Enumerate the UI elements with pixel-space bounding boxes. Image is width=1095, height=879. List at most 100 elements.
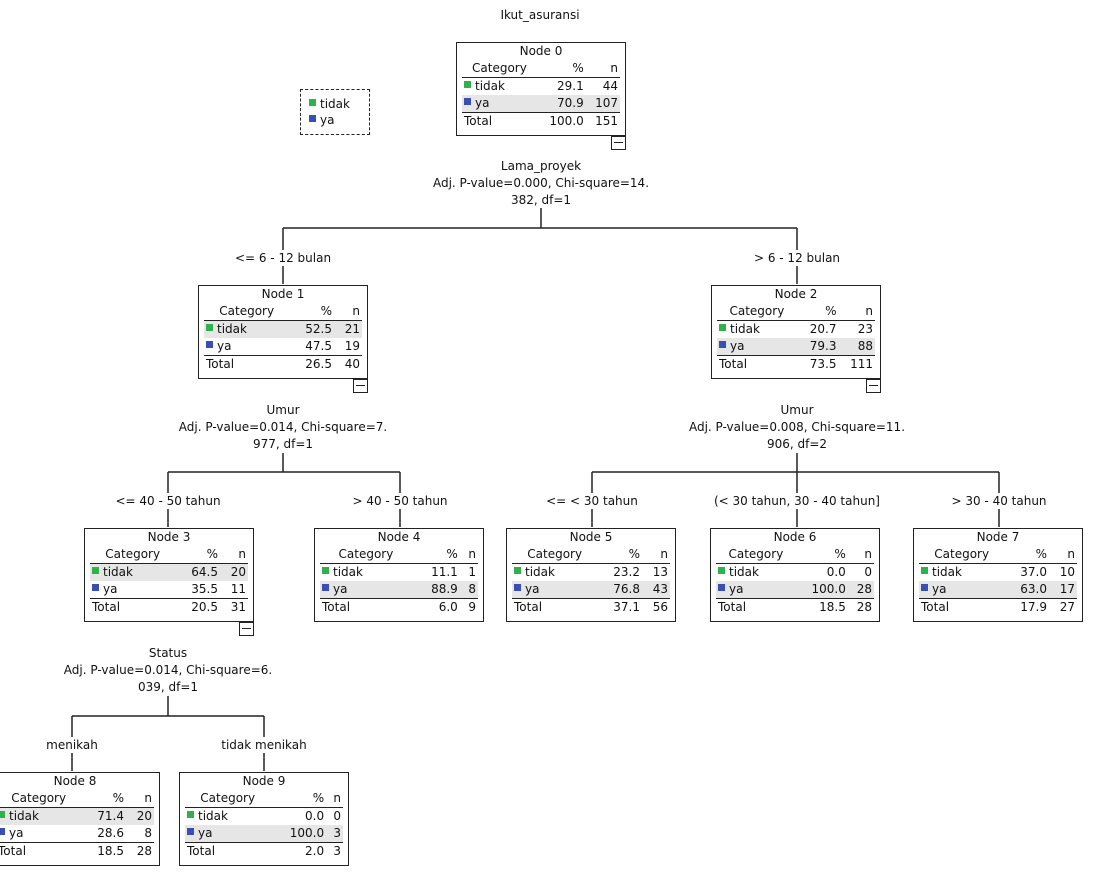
header-category: Category	[462, 60, 537, 78]
ya-swatch	[464, 98, 471, 105]
category-label: ya	[729, 582, 744, 596]
category-pct: 64.5	[175, 563, 220, 581]
category-label: ya	[103, 582, 118, 596]
collapse-button[interactable]	[866, 379, 881, 393]
branch-label: (< 30 tahun, 30 - 40 tahun]	[713, 494, 880, 508]
header-n: n	[642, 546, 670, 564]
total-label: Total	[92, 600, 121, 614]
header-pct: %	[411, 546, 460, 564]
split-node-3: Status Adj. P-value=0.014, Chi-square=6.…	[63, 646, 273, 694]
header-category: Category	[717, 303, 797, 321]
category-pct: 100.0	[795, 581, 848, 599]
category-pct: 29.1	[557, 79, 584, 93]
header-category: Category	[919, 546, 1005, 564]
category-label: tidak	[730, 322, 760, 336]
category-n: 88	[838, 338, 875, 356]
category-pct: 76.8	[597, 581, 642, 599]
header-category: Category	[0, 790, 82, 808]
tidak-swatch	[0, 811, 5, 818]
collapse-button[interactable]	[611, 136, 626, 150]
branch-label: > 6 - 12 bulan	[753, 251, 841, 265]
category-pct: 0.0	[305, 809, 325, 823]
category-pct: 71.4	[81, 807, 126, 825]
total-label: Total	[921, 600, 950, 614]
category-label: tidak	[525, 565, 555, 579]
total-label: Total	[206, 357, 235, 371]
node-title: Node 6	[773, 530, 817, 544]
node-title: Node 1	[261, 287, 305, 301]
category-n: 20	[220, 563, 248, 581]
header-pct: %	[175, 546, 220, 564]
category-pct: 88.9	[411, 581, 460, 599]
category-label: tidak	[103, 565, 133, 579]
branch-label: <= 6 - 12 bulan	[234, 251, 332, 265]
category-n: 1	[468, 565, 476, 579]
collapse-button[interactable]	[353, 379, 368, 393]
legend: tidak ya	[300, 89, 370, 135]
split-node-0: Lama_proyek Adj. P-value=0.000, Chi-squa…	[432, 159, 650, 207]
category-label: tidak	[9, 809, 39, 823]
node-title: Node 4	[377, 530, 421, 544]
header-n: n	[585, 60, 620, 78]
ya-swatch	[309, 115, 316, 122]
tidak-swatch	[718, 567, 725, 574]
category-n: 11	[220, 581, 248, 599]
total-pct: 17.9	[1020, 600, 1047, 614]
category-label: ya	[475, 96, 490, 110]
total-n: 3	[333, 844, 341, 858]
category-pct: 37.0	[1020, 565, 1047, 579]
category-label: ya	[730, 339, 745, 353]
category-n: 10	[1059, 565, 1075, 579]
header-pct: %	[795, 546, 848, 564]
header-n: n	[334, 303, 362, 321]
node-title: Node 3	[147, 530, 191, 544]
header-category: Category	[204, 303, 290, 321]
node-title: Node 8	[53, 774, 97, 788]
tidak-swatch	[719, 324, 726, 331]
split-node-2: Umur Adj. P-value=0.008, Chi-square=11. …	[688, 403, 906, 451]
collapse-button[interactable]	[239, 622, 254, 636]
category-n: 17	[1049, 581, 1077, 599]
ya-swatch	[514, 584, 521, 591]
tidak-swatch	[514, 567, 521, 574]
category-pct: 52.5	[289, 320, 334, 338]
header-n: n	[1049, 546, 1077, 564]
category-label: ya	[525, 582, 540, 596]
category-n: 43	[642, 581, 670, 599]
branch-label: tidak menikah	[221, 738, 307, 752]
header-category: Category	[512, 546, 598, 564]
